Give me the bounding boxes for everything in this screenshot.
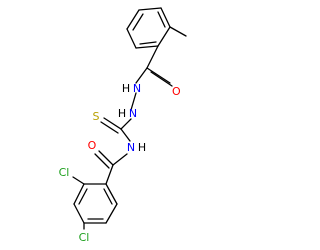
bond: [120, 118, 132, 130]
bond: [139, 41, 157, 45]
sulfur-label: S: [93, 110, 100, 123]
bond: [135, 45, 159, 49]
bond: [146, 67, 171, 84]
bond-lines: [72, 7, 187, 230]
bond: [169, 26, 187, 37]
bond: [98, 150, 114, 166]
hydrogen-label-hydrazide-b: H: [118, 107, 126, 120]
bond: [120, 128, 131, 142]
bond: [150, 71, 173, 87]
bond: [73, 203, 85, 224]
chlorine-label-ortho: Cl: [59, 166, 70, 179]
nitrogen-label-hydrazide-a: N: [133, 82, 141, 95]
bond: [72, 176, 85, 185]
oxygen-label-amide: O: [88, 139, 97, 152]
oxygen-label-top: O: [172, 85, 181, 98]
hydrogen-label-hydrazide-a: H: [122, 82, 130, 95]
bond: [112, 153, 128, 166]
nitrogen-label-amide: N: [127, 141, 135, 154]
bond: [160, 7, 171, 28]
bond: [130, 92, 137, 111]
bond: [146, 45, 159, 69]
hydrogen-label-amide: H: [138, 141, 146, 154]
bond: [138, 7, 162, 11]
bond: [100, 121, 119, 134]
bond: [135, 67, 148, 84]
bond: [126, 28, 137, 49]
atom-labels: O H N H N S N H O Cl Cl: [59, 82, 181, 244]
bond: [105, 183, 118, 205]
bond: [94, 153, 110, 169]
chemical-structure: O H N H N S N H O Cl Cl: [59, 7, 187, 244]
bond: [103, 188, 113, 205]
bond: [157, 26, 171, 47]
bond: [157, 11, 166, 28]
nitrogen-label-hydrazide-b: N: [129, 107, 137, 120]
bond: [73, 183, 85, 205]
bond: [78, 188, 88, 205]
bond: [105, 164, 114, 185]
bond: [103, 117, 122, 130]
chlorine-label-para: Cl: [79, 231, 90, 244]
bond: [105, 203, 118, 224]
bond: [132, 13, 144, 31]
bond: [126, 9, 140, 30]
